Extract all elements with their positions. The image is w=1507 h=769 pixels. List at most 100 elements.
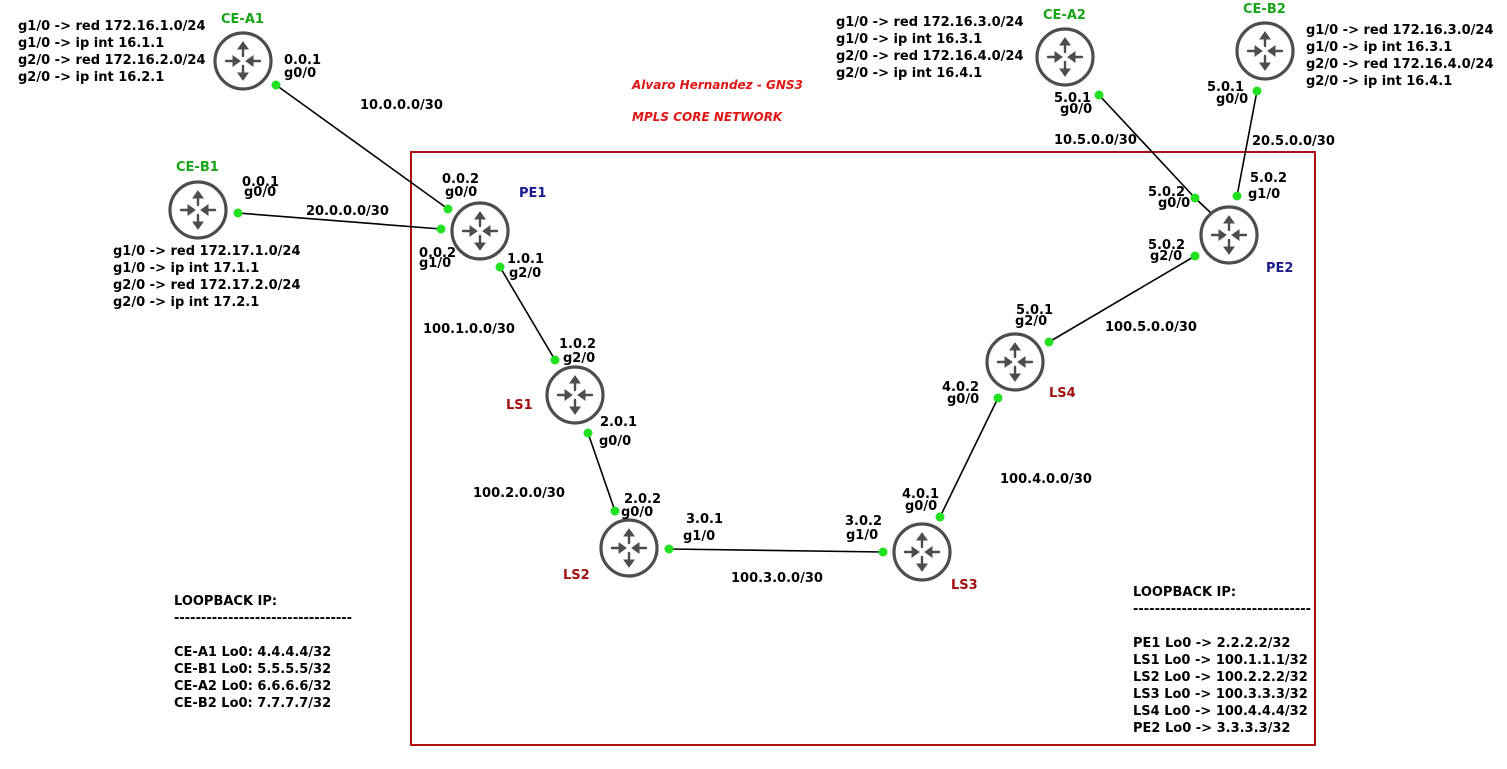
link-ceb1-pe1 [237,212,442,230]
diagram-title: MPLS CORE NETWORK [632,110,783,124]
link-ls1-ls2 [587,432,616,512]
port-dot [1232,191,1242,201]
port-dot [583,428,593,438]
router-label-pe2: PE2 [1266,261,1294,276]
port-dots [233,80,1262,557]
router-icon-ls2 [599,518,659,578]
router-icon-pe1 [450,201,510,261]
port-dot [1190,193,1200,203]
port-dot [436,224,446,234]
loopback-core-list: LOOPBACK IP: ---------------------------… [1133,584,1311,737]
interface-name: g2/0 [509,266,542,281]
interface-ip: 5.0.1 [1054,91,1092,106]
network-label: 20.5.0.0/30 [1252,134,1335,149]
router-label-ce-b2: CE-B2 [1243,2,1286,17]
interface-ip: 4.0.1 [902,487,940,502]
port-dot [1252,86,1262,96]
diagram-author: Alvaro Hernandez - GNS3 [632,78,803,92]
interface-ip: 0.0.1 [242,175,280,190]
interface-name: g1/0 [1248,187,1281,202]
loopback-line: CE-A2 Lo0: 6.6.6.6/32 [174,679,332,694]
interface-name: g2/0 [563,351,596,366]
interface-ip: 1.0.1 [507,252,545,267]
network-label: 100.2.0.0/30 [473,486,565,501]
router-icon-ls1 [545,365,605,425]
routers-layer [168,21,1295,582]
port-dot [1044,337,1054,347]
port-dot [1094,90,1104,100]
port-dot [610,506,620,516]
router-icon-ce-b2 [1235,21,1295,81]
link-ls2-ls3 [668,548,884,553]
interface-ip: 5.0.2 [1148,238,1186,253]
network-label: 100.4.0.0/30 [1000,472,1092,487]
router-icon-ce-b1 [168,180,228,240]
router-label-ce-b1: CE-B1 [176,160,219,175]
router-icon-ce-a1 [213,31,273,91]
note-line: g1/0 -> red 172.16.1.0/24 [18,19,206,34]
link-pe1-ls1 [499,266,556,361]
network-label: 100.3.0.0/30 [731,571,823,586]
note-line: g2/0 -> ip int 17.2.1 [113,295,260,310]
port-dot [1190,251,1200,261]
router-icon-ls3 [892,522,952,582]
link-ceb2-pe2 [1236,90,1258,197]
note-ce-a1: g1/0 -> red 172.16.1.0/24 g1/0 -> ip int… [18,18,206,86]
router-label-ls1: LS1 [506,398,533,413]
note-line: g1/0 -> red 172.16.3.0/24 [1306,23,1494,38]
router-label-ls4: LS4 [1049,386,1076,401]
interface-ip: 2.0.1 [600,415,638,430]
interface-name: g2/0 [1015,314,1048,329]
network-label: 10.5.0.0/30 [1054,133,1137,148]
loopback-line: CE-B2 Lo0: 7.7.7.7/32 [174,696,332,711]
loopback-line: LS2 Lo0 -> 100.2.2.2/32 [1133,670,1308,685]
link-cea1-pe1 [275,84,449,210]
network-label: 100.1.0.0/30 [423,322,515,337]
mpls-core-boundary [410,151,1316,746]
note-line: g1/0 -> ip int 17.1.1 [113,261,260,276]
loopback-rule: --------------------------------- [174,611,353,626]
note-line: g2/0 -> red 172.16.4.0/24 [1306,57,1494,72]
interface-ip: 4.0.2 [942,380,980,395]
network-label: 100.5.0.0/30 [1105,320,1197,335]
note-line: g2/0 -> ip int 16.4.1 [1306,74,1453,89]
interface-name: g0/0 [1060,102,1093,117]
router-icon-pe2 [1199,205,1259,265]
interface-ip: 5.0.2 [1148,185,1186,200]
interface-ip: 5.0.2 [1250,171,1288,186]
interface-name: g0/0 [599,434,632,449]
loopback-ce-list: LOOPBACK IP: ---------------------------… [174,593,352,712]
interface-name: g1/0 [683,529,716,544]
router-icon-ce-a2 [1035,27,1095,87]
interface-ip: 5.0.1 [1207,80,1245,95]
loopback-heading: LOOPBACK IP: [1133,585,1237,600]
loopback-heading: LOOPBACK IP: [174,594,278,609]
interface-name: g2/0 [1150,249,1183,264]
note-ce-b2: g1/0 -> red 172.16.3.0/24 g1/0 -> ip int… [1306,22,1494,90]
link-cea2-pe2 [1098,94,1196,199]
interface-name: g0/0 [445,185,478,200]
interface-ip: 0.0.2 [419,246,457,261]
interface-name: g1/0 [419,256,452,271]
interface-name: g0/0 [1216,92,1249,107]
note-line: g1/0 -> red 172.17.1.0/24 [113,244,301,259]
loopback-rule: --------------------------------- [1133,602,1312,617]
link-ls4-pe2 [1048,255,1196,343]
interface-ip: 5.0.1 [1016,303,1054,318]
note-line: g2/0 -> red 172.16.4.0/24 [836,49,1024,64]
loopback-line: PE2 Lo0 -> 3.3.3.3/32 [1133,721,1291,736]
interface-ip: 3.0.1 [686,512,724,527]
router-label-ce-a2: CE-A2 [1043,8,1086,23]
port-dot [664,544,674,554]
port-dot [935,512,945,522]
port-dot [495,262,505,272]
router-label-ls3: LS3 [951,578,978,593]
interface-name: g0/0 [947,392,980,407]
port-dot [878,547,888,557]
port-dot [993,393,1003,403]
interface-ip: 2.0.2 [624,492,662,507]
interface-name: g0/0 [621,505,654,520]
port-dot [550,355,560,365]
note-ce-b1: g1/0 -> red 172.17.1.0/24 g1/0 -> ip int… [113,243,301,311]
